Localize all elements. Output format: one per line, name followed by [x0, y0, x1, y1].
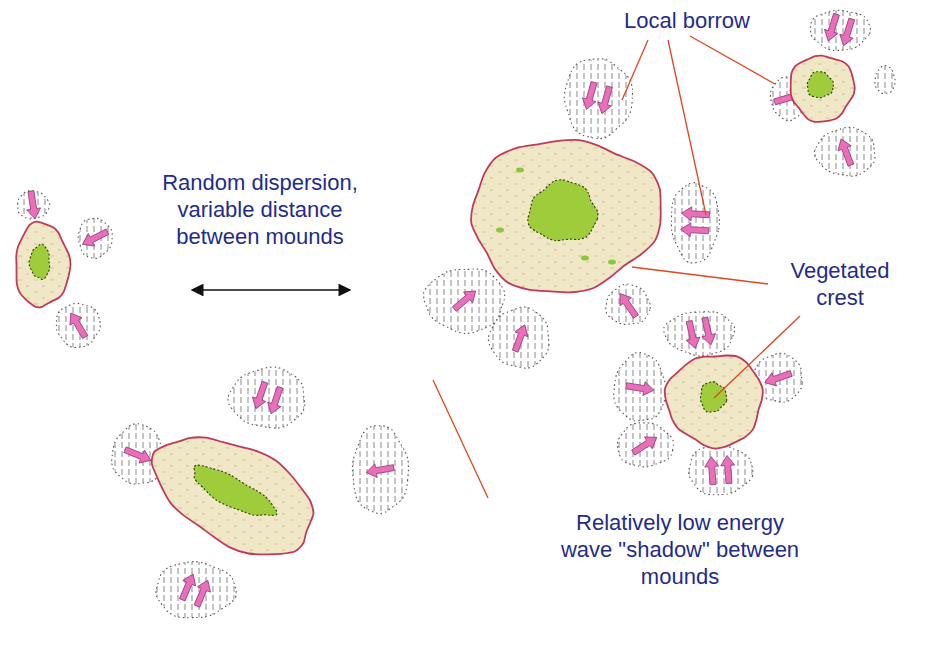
borrow-arrow — [698, 316, 718, 346]
callout-label: Local borrow — [612, 8, 762, 35]
borrow-pit — [18, 190, 50, 220]
callout-label: Relatively low energy wave "shadow" betw… — [555, 510, 805, 590]
mound-body — [152, 437, 314, 554]
borrow-pit-outline — [814, 127, 875, 176]
vegetated-crest — [700, 382, 726, 412]
borrow-pit — [56, 303, 100, 347]
borrow-arrow — [614, 290, 642, 321]
vegetated-crest — [528, 180, 598, 241]
borrow-pit — [156, 562, 236, 618]
vegetated-crest — [29, 244, 50, 280]
borrow-pit-outline — [875, 65, 895, 93]
borrow-arrow — [122, 443, 153, 467]
vegetation-speck — [516, 168, 524, 173]
borrow-arrow — [704, 456, 720, 485]
borrow-arrow — [580, 80, 601, 111]
borrow-pit-outline — [78, 218, 112, 258]
vegetation-speck — [581, 256, 589, 261]
mound-body — [16, 222, 70, 308]
borrow-arrow — [365, 461, 395, 480]
borrow-arrow — [680, 222, 709, 237]
borrow-pit — [614, 353, 667, 421]
borrow-pit — [78, 218, 112, 258]
borrow-pit-outline — [671, 183, 719, 263]
mound-body — [665, 356, 763, 449]
borrow-arrow — [625, 379, 655, 397]
leader-line — [433, 380, 488, 498]
borrow-arrow — [682, 320, 702, 350]
borrow-pit — [671, 183, 719, 263]
borrow-pit — [814, 127, 875, 176]
leader-line — [714, 316, 800, 398]
borrow-arrow — [837, 17, 859, 48]
mound-group — [16, 10, 895, 617]
borrow-pit — [424, 269, 505, 333]
borrow-pit — [689, 445, 753, 495]
distance-arrow — [192, 289, 350, 291]
borrow-arrow — [629, 432, 660, 459]
borrow-arrow — [762, 367, 793, 389]
borrow-arrow — [249, 380, 271, 411]
leader-line — [668, 40, 706, 215]
borrow-pit-outline — [614, 353, 667, 421]
leader-line — [690, 36, 775, 84]
borrow-pit-outline — [156, 562, 236, 618]
callout-label: Vegetated crest — [770, 258, 910, 312]
borrow-pit — [811, 10, 871, 50]
borrow-pit-outline — [689, 445, 753, 495]
borrow-arrow — [822, 12, 844, 43]
borrow-pit-outline — [56, 303, 100, 347]
borrow-pit — [606, 284, 651, 324]
mound-body — [791, 56, 855, 122]
borrow-pit-outline — [617, 423, 673, 467]
callout-label: Random dispersion, variable distance bet… — [135, 170, 385, 250]
borrow-pit-outline — [424, 269, 505, 333]
borrow-arrow — [720, 455, 736, 484]
vegetation-speck — [608, 260, 616, 265]
borrow-pit-outline — [18, 191, 50, 219]
vegetation-speck — [496, 228, 504, 233]
borrow-pit — [488, 307, 549, 368]
borrow-pit-outline — [606, 284, 651, 324]
borrow-pit-outline — [664, 312, 735, 356]
borrow-arrow — [264, 385, 286, 416]
borrow-pit — [875, 65, 895, 93]
borrow-pit — [664, 312, 735, 356]
vegetated-crest — [807, 72, 833, 98]
borrow-pit-outline — [488, 307, 549, 368]
borrow-pit-outline — [811, 10, 871, 50]
borrow-arrow — [65, 309, 91, 340]
borrow-pit-outline — [228, 367, 305, 428]
borrow-arrow — [509, 322, 532, 353]
leader-line — [632, 267, 768, 284]
borrow-arrow — [450, 286, 480, 315]
borrow-pit-outline — [352, 426, 408, 514]
borrow-pit — [352, 426, 408, 514]
borrow-arrow — [24, 190, 42, 220]
borrow-arrow — [835, 136, 858, 167]
leader-line — [622, 40, 648, 100]
mound-body — [471, 140, 661, 292]
vegetated-crest — [194, 465, 277, 515]
borrow-arrow — [79, 225, 110, 250]
borrow-pit — [228, 367, 305, 428]
borrow-arrow — [595, 85, 616, 116]
borrow-arrow — [176, 571, 200, 602]
borrow-pit — [617, 423, 673, 467]
